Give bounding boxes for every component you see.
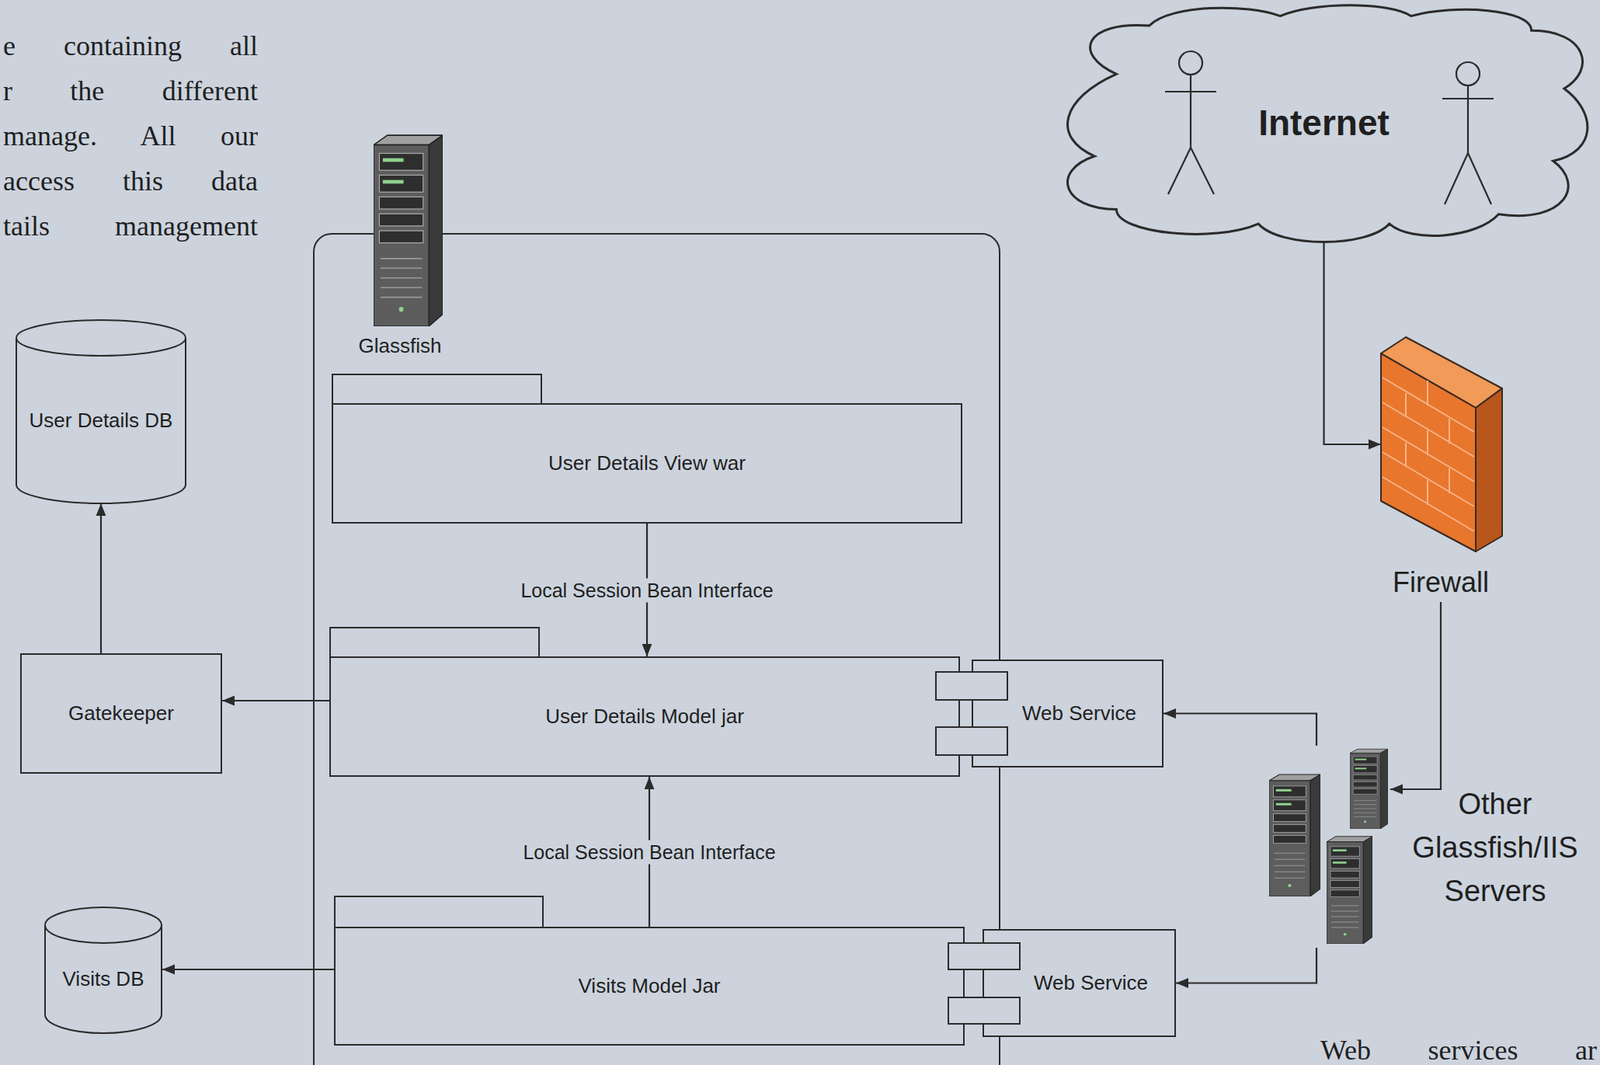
- node-label: Firewall: [1348, 566, 1534, 599]
- connector: [1324, 243, 1382, 445]
- user-figures: [1165, 51, 1494, 205]
- connector: [100, 503, 102, 654]
- node-label: Visits Model Jar: [577, 973, 720, 999]
- server-container: User Details View warUser Details Model …: [313, 233, 1001, 1065]
- edge-label: Local Session Bean Interface: [515, 577, 778, 602]
- node-label: Web Service: [1022, 701, 1137, 726]
- server-icon: [1269, 774, 1321, 897]
- connector: [162, 968, 334, 971]
- node-label: Web Service: [1033, 970, 1148, 995]
- user-body: [1165, 74, 1217, 195]
- component-ports: [935, 671, 1020, 1024]
- firewall: Firewall: [1379, 337, 1503, 602]
- database-cylinder: Visits DB: [44, 906, 163, 1034]
- firewall-front: [1380, 353, 1476, 552]
- package-box: User Details View war: [331, 403, 963, 524]
- connector: [1175, 947, 1317, 984]
- firewall-bricks: [1382, 377, 1475, 532]
- node-label: Internet: [1258, 101, 1390, 144]
- package-tab: [331, 373, 543, 405]
- body-text: manage. All our: [3, 113, 258, 159]
- user-head: [1179, 51, 1203, 75]
- firewall-top: [1380, 337, 1503, 408]
- body-text: tails management: [3, 203, 258, 249]
- edge-label: Local Session Bean Interface: [518, 839, 780, 864]
- body-text: Web services ar: [1320, 1036, 1597, 1065]
- node-label: User Details View war: [548, 451, 746, 476]
- connector: [1390, 601, 1441, 790]
- cylinder-body: [16, 337, 186, 504]
- firewall-side: [1475, 388, 1503, 552]
- server-icon: [1326, 836, 1373, 944]
- node-label: Other Glassfish/IIS Servers: [1398, 782, 1593, 913]
- port-rect: [935, 726, 1008, 755]
- body-text: r the different: [3, 68, 258, 114]
- component-box: Web Service: [971, 659, 1164, 768]
- port-rect: [935, 671, 1008, 700]
- node-label: User Details DB: [29, 408, 174, 433]
- node-label: Gatekeeper: [68, 701, 174, 726]
- cylinder-top: [16, 320, 186, 356]
- port-rect: [948, 942, 1020, 970]
- body-text: access this data: [3, 158, 258, 204]
- internet-cloud: Internet: [1050, 1, 1597, 244]
- package-tab: [333, 895, 544, 929]
- connector: [1163, 713, 1317, 747]
- body-text: e containing all: [3, 23, 258, 69]
- port-rect: [948, 997, 1020, 1024]
- user-body: [1442, 85, 1494, 205]
- cloud-path: [1067, 5, 1588, 243]
- node-label: Visits DB: [62, 966, 145, 992]
- server-icon: [373, 135, 443, 327]
- firewall-icon: [1380, 337, 1503, 552]
- server-group: Other Glassfish/IIS Servers: [1269, 745, 1594, 948]
- user-head: [1456, 62, 1480, 86]
- component-box: Web Service: [982, 928, 1176, 1037]
- server-icon: [1349, 748, 1388, 829]
- package-box: Visits Model Jar: [333, 926, 965, 1046]
- package-tab: [329, 626, 540, 658]
- package-box: User Details Model jar: [329, 656, 960, 777]
- database-cylinder: User Details DB: [15, 319, 187, 504]
- node-label: User Details Model jar: [545, 704, 745, 729]
- cylinder-top: [45, 907, 162, 943]
- process-box: Gatekeeper: [20, 653, 223, 774]
- node-label: Glassfish: [337, 333, 463, 358]
